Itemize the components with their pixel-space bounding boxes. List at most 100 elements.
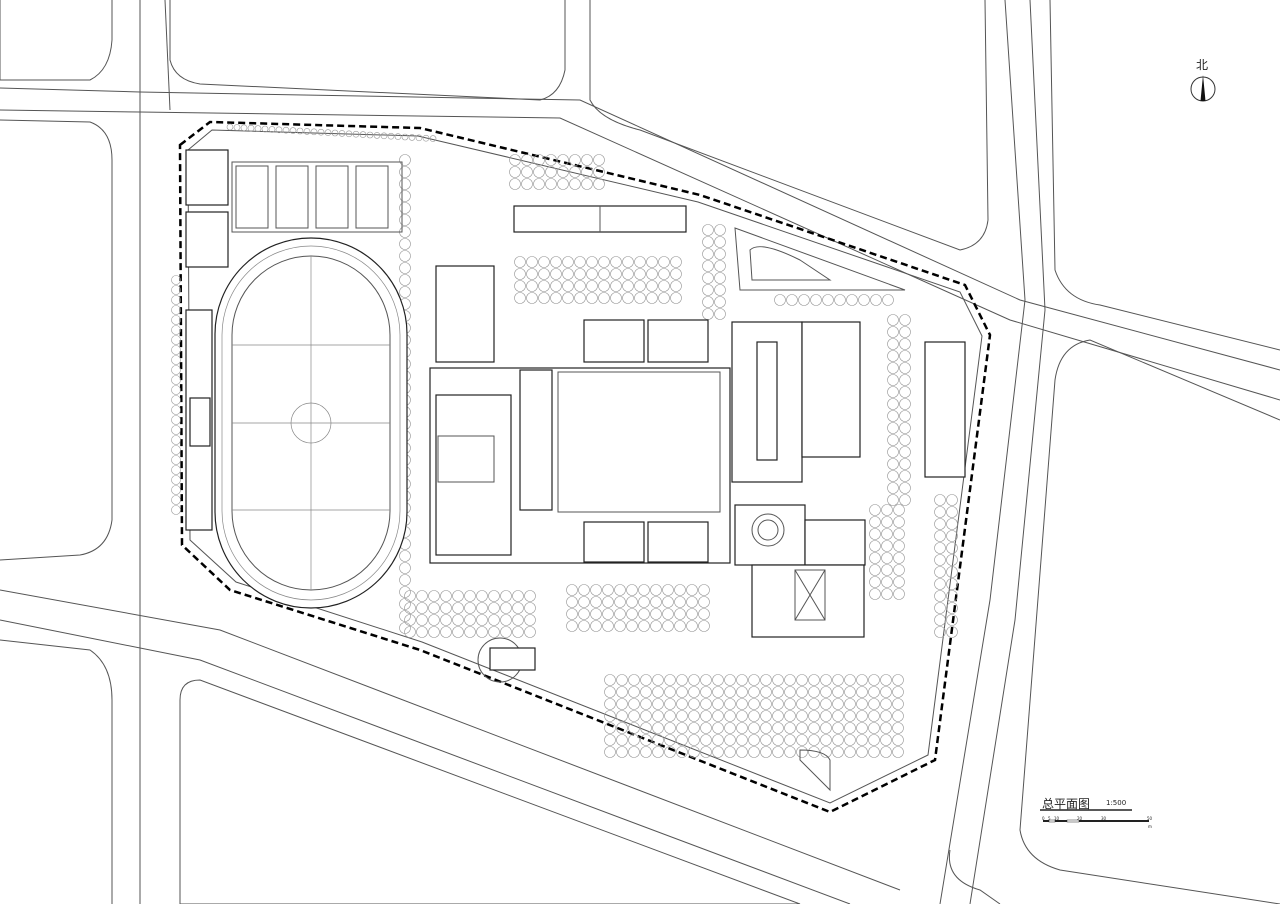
tree [736,746,748,758]
tree [688,686,700,698]
tree [610,292,622,304]
tree [590,596,602,608]
tree [844,734,856,746]
tree [488,614,500,626]
basketball-court [235,165,269,229]
tree [652,734,664,746]
tree [676,734,688,746]
tree [887,434,899,446]
tree [887,446,899,458]
tree [796,722,808,734]
tree [226,123,234,131]
tree [899,350,911,362]
tree [820,746,832,758]
tree [401,133,409,141]
tree [844,674,856,686]
tree [514,292,526,304]
tree [662,620,674,632]
tree [524,602,536,614]
tree [748,722,760,734]
tree [882,294,894,306]
tree [247,124,255,132]
tree [881,588,893,600]
tree [664,686,676,698]
scale-unit: m [1148,824,1152,829]
inner-boundary [187,129,983,804]
tree [500,614,512,626]
tree [868,746,880,758]
tree [574,292,586,304]
tree [870,294,882,306]
tree [634,268,646,280]
tree [593,166,605,178]
tree [892,674,904,686]
basketball-court [315,165,349,229]
tree [500,626,512,638]
tree [416,602,428,614]
tree [946,554,958,566]
tree [796,686,808,698]
tree [512,590,524,602]
tree [593,178,605,190]
tree [658,292,670,304]
tree [869,540,881,552]
tree [399,154,411,166]
tree [562,268,574,280]
tree [640,686,652,698]
tree [880,722,892,734]
tree [399,262,411,274]
tree [628,674,640,686]
tree [416,626,428,638]
tree [670,256,682,268]
tree [610,280,622,292]
tree [700,686,712,698]
tree [893,564,905,576]
tree [893,516,905,528]
tree [934,518,946,530]
tree [640,710,652,722]
tree [892,722,904,734]
tree [881,564,893,576]
buildings [429,205,966,792]
north-arrow [1190,75,1216,102]
tree [664,698,676,710]
tree [796,734,808,746]
tree [408,134,416,141]
tree [464,614,476,626]
tree [634,292,646,304]
tree [581,178,593,190]
tree [488,590,500,602]
tree [171,375,181,385]
tree [899,482,911,494]
tree [700,734,712,746]
tree [899,374,911,386]
tree [440,626,452,638]
scale-tick: 20 [1077,816,1083,821]
tree [352,130,360,138]
tree [822,294,834,306]
tree [934,554,946,566]
tree [578,608,590,620]
tree [550,268,562,280]
tree [545,178,557,190]
tree [602,620,614,632]
tree [714,296,726,308]
tree [404,626,416,638]
tree [934,542,946,554]
tree [557,154,569,166]
tree [614,620,626,632]
tree [524,626,536,638]
scale-bar [1040,809,1149,823]
tree [887,458,899,470]
tree [171,455,181,465]
tree [171,395,181,405]
tree [702,284,714,296]
tree [714,224,726,236]
tree [899,434,911,446]
tree [674,584,686,596]
tree [640,722,652,734]
tree [662,584,674,596]
tree [688,698,700,710]
tree [578,584,590,596]
tree [748,698,760,710]
